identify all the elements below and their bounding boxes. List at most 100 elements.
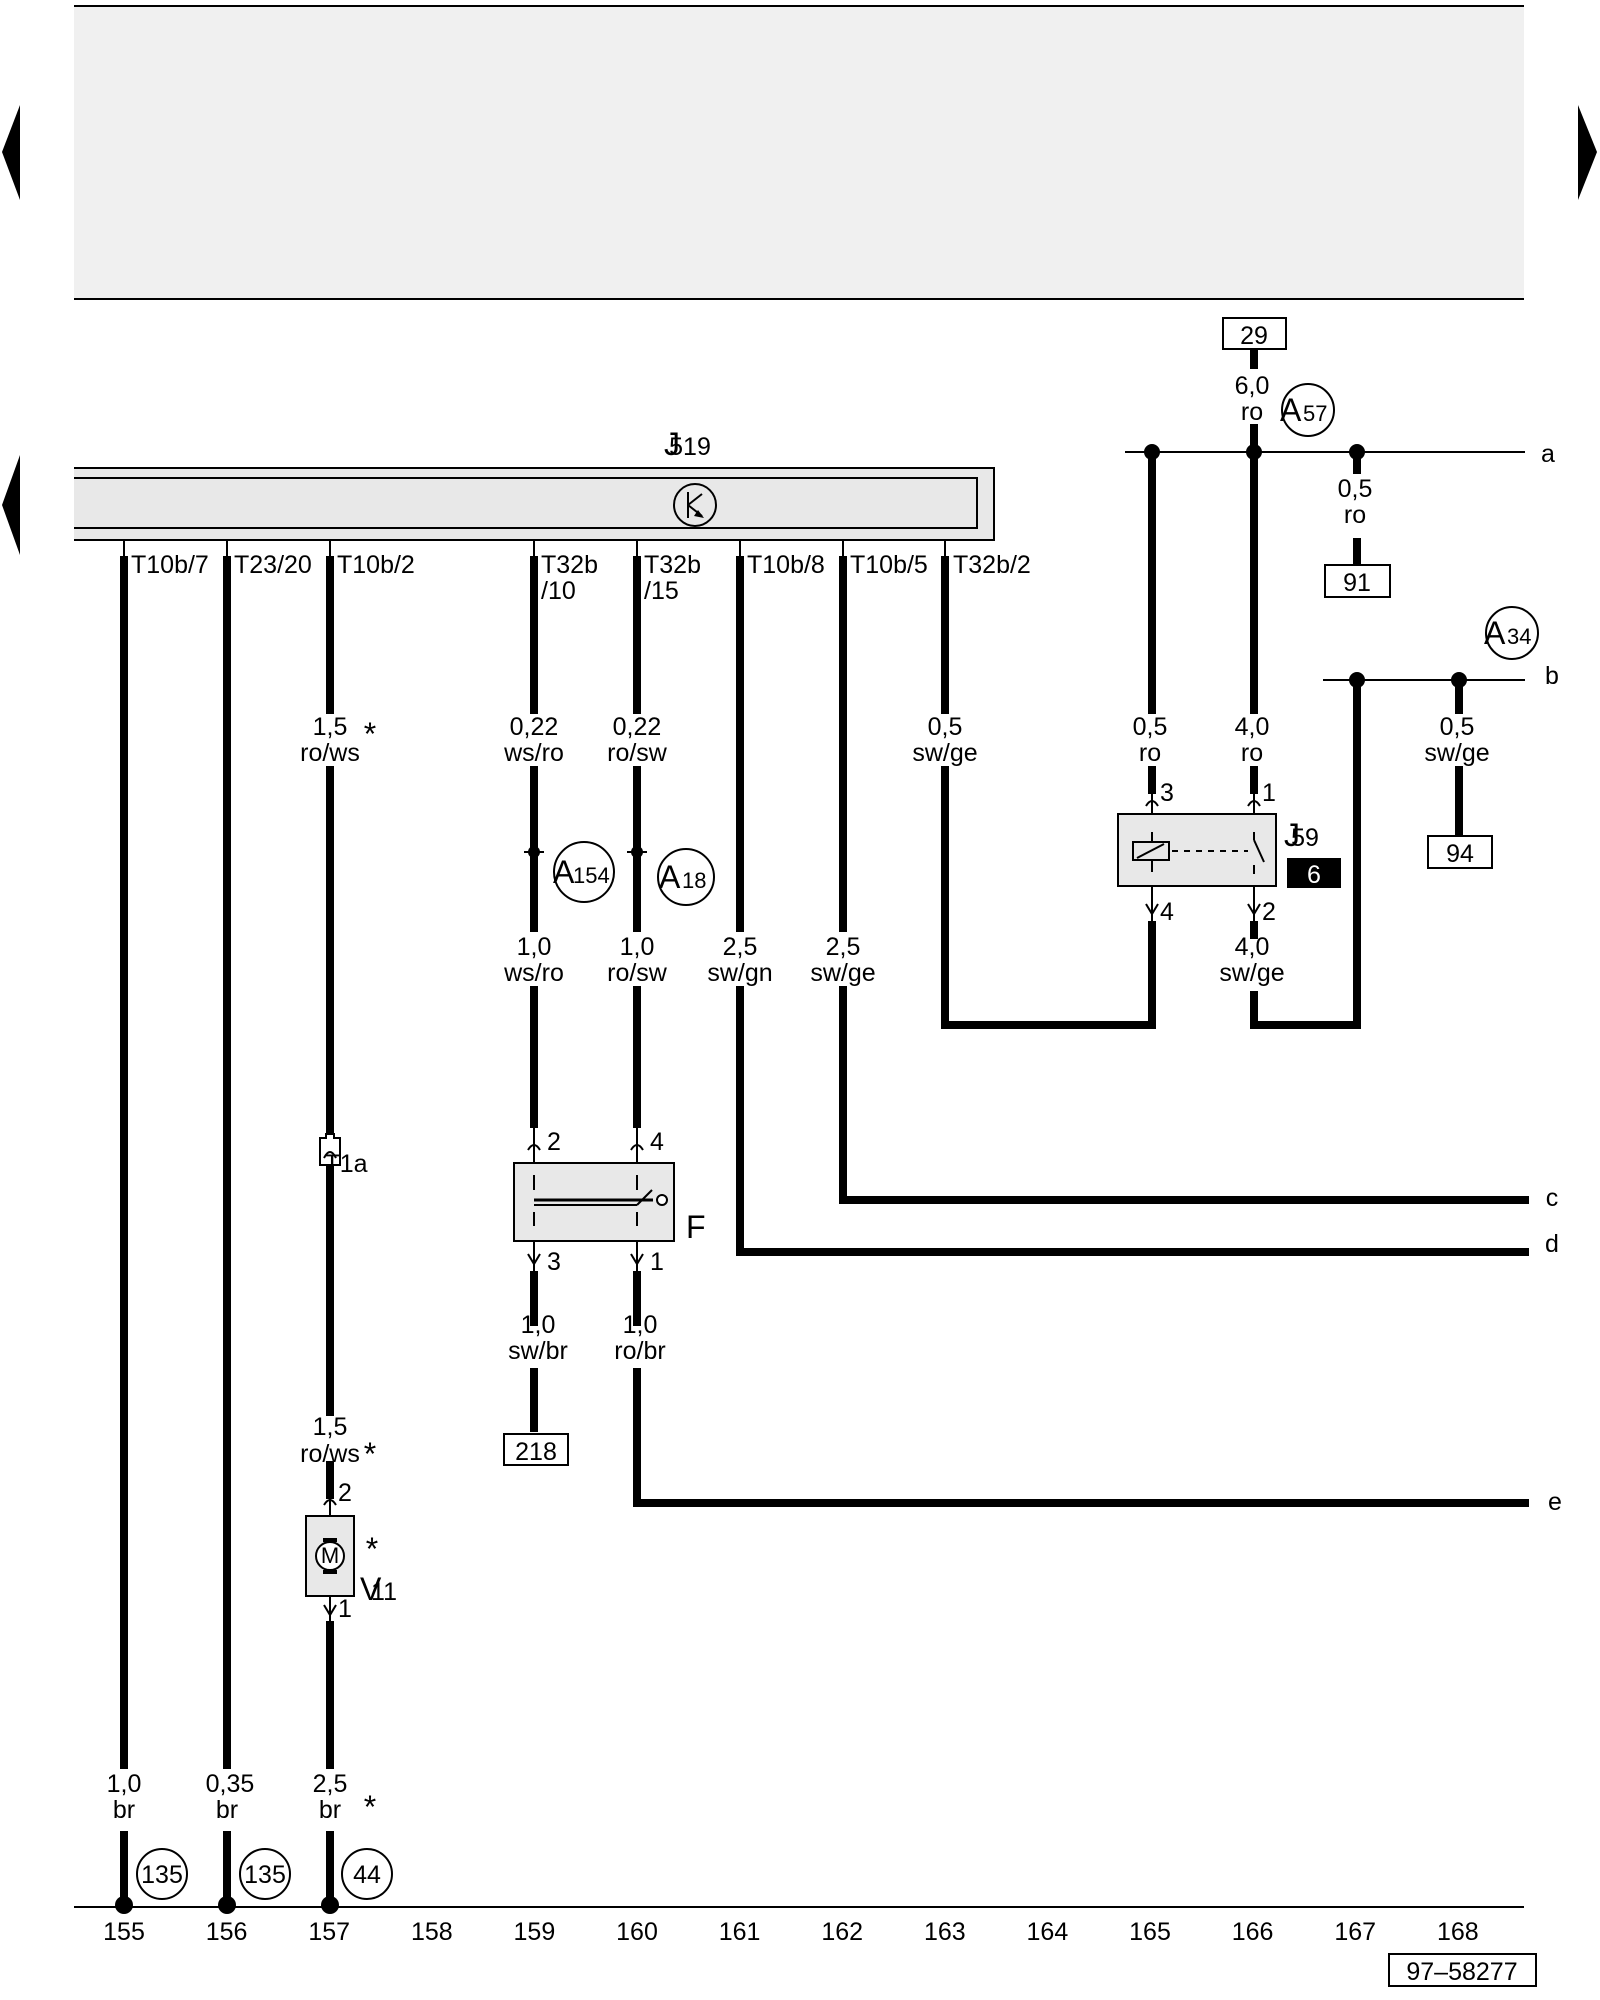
svg-text:1: 1	[650, 1248, 664, 1276]
svg-text:1: 1	[338, 1595, 352, 1623]
pin-label-163: T32b/2	[953, 551, 1031, 579]
track-number-159: 159	[514, 1918, 556, 1946]
pin-label-160b: /15	[644, 577, 679, 605]
svg-text:ro/br: ro/br	[614, 1337, 665, 1365]
svg-text:29: 29	[1240, 322, 1268, 350]
prev-page-icon[interactable]	[2, 105, 20, 200]
svg-text:A: A	[1484, 615, 1506, 651]
connection-a154: A 154	[553, 841, 615, 903]
j59-letter: J	[1284, 817, 1300, 853]
j519-letter: J	[664, 426, 680, 462]
svg-text:91: 91	[1343, 569, 1371, 597]
j519-number: 519	[669, 433, 711, 461]
svg-text:0,35: 0,35	[206, 1770, 255, 1798]
svg-text:ws/ro: ws/ro	[503, 739, 564, 767]
t1a-label: T1a	[324, 1150, 367, 1178]
track-number-162: 162	[821, 1918, 863, 1946]
svg-text:2,5: 2,5	[313, 1770, 348, 1798]
reference-box-29[interactable]: 29	[1222, 317, 1287, 350]
header-panel	[74, 6, 1524, 299]
relay-j59: J 59 6 3 1 4 2	[1117, 779, 1341, 935]
svg-text:3: 3	[547, 1248, 561, 1276]
svg-text:sw/gn: sw/gn	[707, 959, 772, 987]
svg-text:0,5: 0,5	[1133, 713, 1168, 741]
track-number-160: 160	[616, 1918, 658, 1946]
svg-text:sw/ge: sw/ge	[1424, 739, 1489, 767]
connector-t1a: T1a	[319, 1133, 368, 1178]
motor-v11: M 2 1 * V 11	[305, 1479, 397, 1625]
svg-text:ro: ro	[1241, 398, 1263, 426]
wire-labels: 1,5 ro/ws * 1,5 ro/ws * 1,0 br 0,35 br 2…	[107, 372, 1490, 1825]
svg-text:A: A	[1280, 392, 1302, 428]
figure-id-box: 97–58277	[1388, 1953, 1537, 1987]
svg-text:18: 18	[682, 868, 706, 893]
track-number-167: 167	[1334, 1918, 1376, 1946]
track-number-166: 166	[1232, 1918, 1274, 1946]
svg-text:0,5: 0,5	[1338, 475, 1373, 503]
v11-star: *	[366, 1531, 378, 1567]
line-letter-e: e	[1548, 1488, 1562, 1516]
track-number-163: 163	[924, 1918, 966, 1946]
svg-text:2,5: 2,5	[723, 933, 758, 961]
line-letter-c: c	[1546, 1184, 1559, 1212]
svg-text:6,0: 6,0	[1235, 372, 1270, 400]
svg-text:ro/sw: ro/sw	[607, 959, 668, 987]
svg-text:135: 135	[141, 1861, 183, 1889]
pin-label-157: T10b/2	[337, 551, 415, 579]
svg-text:ws/ro: ws/ro	[503, 959, 564, 987]
svg-text:2,5: 2,5	[826, 933, 861, 961]
pin-label-161: T10b/8	[747, 551, 825, 579]
ground-point-44: 44	[341, 1848, 393, 1900]
pin-label-155: T10b/7	[131, 551, 209, 579]
svg-text:4: 4	[650, 1128, 664, 1156]
pin-label-159b: /10	[541, 577, 576, 605]
j59-badge	[1287, 858, 1341, 888]
svg-text:94: 94	[1446, 840, 1474, 868]
reference-box-94[interactable]: 94	[1427, 835, 1493, 869]
svg-text:57: 57	[1303, 401, 1327, 426]
svg-text:1,5: 1,5	[313, 1413, 348, 1441]
pin-label-159a: T32b	[541, 551, 598, 579]
svg-text:1: 1	[1262, 779, 1276, 807]
svg-text:0,22: 0,22	[510, 713, 559, 741]
j59-number: 59	[1291, 824, 1319, 852]
switch-f: F 2 4 3 1	[513, 1124, 706, 1276]
track-number-158: 158	[411, 1918, 453, 1946]
svg-text:ro: ro	[1241, 739, 1263, 767]
svg-text:1,0: 1,0	[521, 1311, 556, 1339]
v11-letter: V	[360, 1571, 382, 1607]
svg-text:ro: ro	[1344, 501, 1366, 529]
reference-box-91[interactable]: 91	[1324, 564, 1391, 598]
svg-text:br: br	[319, 1796, 341, 1824]
svg-text:A: A	[553, 854, 575, 890]
svg-text:*: *	[364, 716, 376, 752]
svg-text:sw/br: sw/br	[508, 1337, 568, 1365]
continuation-left-icon	[2, 455, 20, 555]
svg-text:0,5: 0,5	[1440, 713, 1475, 741]
transistor-icon	[673, 483, 717, 527]
svg-text:br: br	[113, 1796, 135, 1824]
svg-text:154: 154	[573, 863, 610, 888]
svg-text:135: 135	[244, 1861, 286, 1889]
pin-label-160a: T32b	[644, 551, 701, 579]
track-number-168: 168	[1437, 1918, 1479, 1946]
svg-text:1,0: 1,0	[620, 933, 655, 961]
svg-text:sw/ge: sw/ge	[912, 739, 977, 767]
connection-a57: A 57	[1280, 383, 1335, 437]
svg-text:A: A	[659, 859, 681, 895]
svg-text:1,0: 1,0	[623, 1311, 658, 1339]
svg-text:0,5: 0,5	[928, 713, 963, 741]
svg-text:3: 3	[1160, 779, 1174, 807]
reference-box-218[interactable]: 218	[503, 1433, 569, 1466]
svg-text:ro/ws: ro/ws	[300, 739, 360, 767]
next-page-icon[interactable]	[1578, 105, 1597, 200]
svg-text:4,0: 4,0	[1235, 713, 1270, 741]
v11-number: 11	[371, 1578, 397, 1606]
connection-a18: A 18	[657, 848, 715, 906]
svg-text:1,0: 1,0	[107, 1770, 142, 1798]
svg-text:218: 218	[515, 1438, 557, 1466]
svg-text:2: 2	[1262, 898, 1276, 926]
track-number-156: 156	[206, 1918, 248, 1946]
ground-point-135-a: 135	[136, 1848, 188, 1900]
